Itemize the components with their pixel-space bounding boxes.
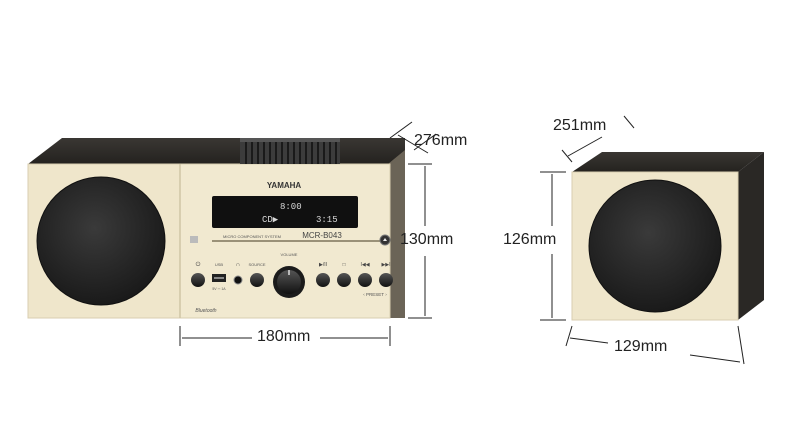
usb-label: USB bbox=[215, 262, 224, 267]
sub-depth-label: 251mm bbox=[553, 117, 607, 134]
eject-icon bbox=[383, 238, 387, 241]
cd-slot[interactable] bbox=[212, 240, 380, 242]
display-panel bbox=[212, 196, 358, 228]
prev-icon: I◀◀ bbox=[360, 262, 369, 268]
brand-logo: YAMAHA bbox=[267, 181, 302, 190]
stop-icon: □ bbox=[342, 262, 345, 268]
headphone-icon: ∩ bbox=[236, 262, 240, 268]
source-button[interactable] bbox=[250, 273, 264, 287]
stop-button[interactable] bbox=[337, 273, 351, 287]
sub-top-surface bbox=[572, 152, 764, 172]
source-label: SOURCE bbox=[248, 262, 265, 267]
bluetooth-label: Bluetooth bbox=[195, 308, 216, 314]
play-pause-button[interactable] bbox=[316, 273, 330, 287]
main-top-surface bbox=[28, 138, 405, 164]
main-width-label: 180mm bbox=[257, 328, 311, 345]
headphone-jack[interactable] bbox=[233, 275, 243, 285]
system-label: MICRO COMPONENT SYSTEM bbox=[223, 234, 281, 239]
display-line2-right: 3:15 bbox=[316, 215, 338, 225]
left-speaker-grille bbox=[37, 177, 165, 305]
display-line1: 8:00 bbox=[280, 202, 302, 212]
preset-label: ‹ PRESET › bbox=[363, 292, 387, 297]
display-line2-left: CD▶ bbox=[262, 215, 279, 225]
cd-logo-icon bbox=[190, 236, 198, 243]
subwoofer-unit bbox=[571, 152, 764, 321]
preset-next-button[interactable] bbox=[379, 273, 393, 287]
next-icon: ▶▶I bbox=[381, 262, 390, 268]
main-depth-label: 276mm bbox=[414, 132, 468, 149]
sub-dimension-lines bbox=[540, 115, 745, 365]
main-unit: YAMAHA 8:00 CD▶ 3:15 MICRO COMPONENT SYS… bbox=[27, 138, 405, 319]
main-right-side bbox=[388, 150, 405, 318]
play-pause-icon: ▶/II bbox=[319, 262, 327, 268]
usb-sublabel: 5V ⎓ 1A bbox=[212, 287, 226, 291]
model-label: MCR-B043 bbox=[302, 231, 342, 240]
power-icon: ⏻ bbox=[196, 261, 201, 268]
sub-speaker-grille bbox=[589, 180, 721, 312]
main-height-label: 130mm bbox=[400, 231, 454, 248]
heatsink-vent bbox=[240, 138, 340, 164]
sub-width-label: 129mm bbox=[614, 338, 668, 355]
volume-label: VOLUME bbox=[281, 252, 298, 257]
preset-prev-button[interactable] bbox=[358, 273, 372, 287]
sub-height-label: 126mm bbox=[503, 231, 557, 248]
power-button[interactable] bbox=[191, 273, 205, 287]
sub-right-side bbox=[738, 152, 764, 320]
main-dimension-lines bbox=[179, 121, 437, 346]
